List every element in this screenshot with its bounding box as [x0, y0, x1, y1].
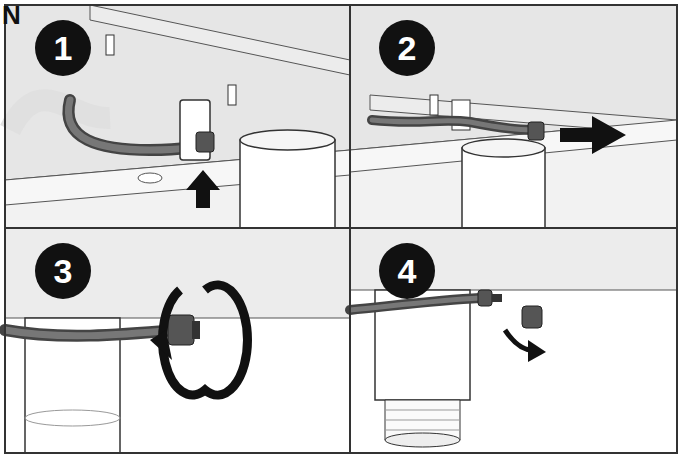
- panel-four: [350, 228, 677, 453]
- step-number: 3: [54, 254, 73, 288]
- panel-frame: [5, 5, 677, 453]
- step-number-circle: 4: [379, 243, 435, 299]
- step-number-circle: 2: [379, 20, 435, 76]
- step-number: 4: [398, 254, 417, 288]
- panel-one: [5, 5, 350, 228]
- step-number-circle: 3: [35, 243, 91, 299]
- panel-two: [350, 5, 677, 228]
- panel-three: [5, 228, 350, 453]
- step-number: 2: [398, 31, 417, 65]
- section-letter: N: [2, 2, 21, 28]
- step-number: 1: [54, 31, 73, 65]
- step-number-circle: 1: [35, 20, 91, 76]
